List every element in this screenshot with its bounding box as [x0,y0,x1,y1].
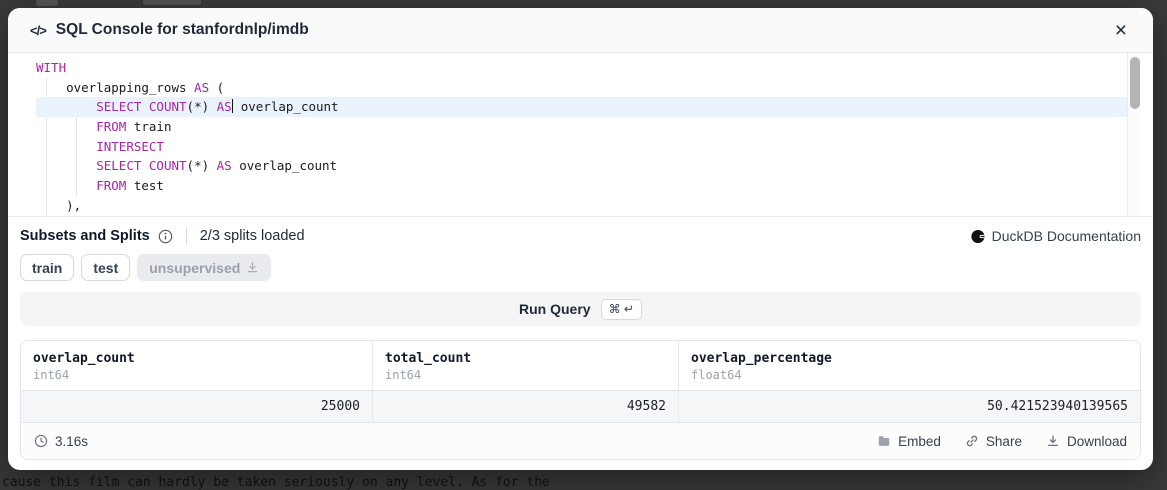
sql-line: overlapping_rows AS ( [36,78,1139,98]
sql-line: FROM test [36,176,1139,196]
sql-keyword: AS [194,79,210,95]
sql-text: overlap_count [231,158,338,174]
query-elapsed: 3.16s [34,434,88,449]
results-footer: 3.16s Embed Share Download [21,422,1140,459]
embed-icon [878,436,890,446]
keyboard-shortcut-badge: ⌘ ↵ [600,298,642,320]
column-type: int64 [385,368,422,382]
share-label: Share [985,433,1022,449]
close-icon[interactable]: × [1111,18,1131,43]
split-chip-train[interactable]: train [20,254,75,281]
elapsed-label: 3.16s [55,433,89,449]
sql-editor-content[interactable]: WITH overlapping_rows AS ( SELECT COUNT(… [36,58,1139,216]
sql-keyword: SELECT [96,99,142,115]
sql-keyword: AS [216,99,232,115]
modal-header: </> SQL Console for stanfordnlp/imdb × [8,8,1153,53]
results-data-row: 25000 49582 50.421523940139565 [21,390,1140,422]
sql-line: INTERSECT [36,137,1139,157]
modal-body: Subsets and Splits 2/3 splits loaded Duc… [8,217,1153,470]
text-cursor [231,99,234,114]
split-chip-label: test [93,259,119,276]
sql-text [36,99,96,114]
sql-line: ), [36,196,1139,216]
download-icon [1047,435,1058,447]
column-name: overlap_count [33,351,135,366]
sql-text: overlap_count [233,99,339,115]
embed-button[interactable]: Embed [877,434,941,449]
sql-keyword: WITH [36,60,67,75]
duckdb-docs-label: DuckDB Documentation [991,228,1141,244]
sql-editor[interactable]: WITH overlapping_rows AS ( SELECT COUNT(… [8,53,1153,217]
sql-text: (*) [186,99,217,115]
results-table: overlap_count int64 total_count int64 ov… [20,340,1141,460]
sql-text: ( [209,79,225,95]
sql-keyword: COUNT [148,99,187,115]
cell-value: 25000 [320,399,360,414]
download-label: Download [1066,433,1127,449]
backdrop-fragment [36,0,58,6]
sql-text: ), [36,197,82,213]
results-header-row: overlap_count int64 total_count int64 ov… [21,341,1140,390]
backdrop-fragment [143,0,201,5]
sql-text [36,158,96,173]
download-button[interactable]: Download [1046,434,1127,449]
sql-text: overlapping_rows [36,79,195,95]
column-name: overlap_percentage [691,351,832,366]
info-icon[interactable] [158,229,173,244]
code-icon: </> [30,22,47,38]
column-name: total_count [385,351,472,366]
divider [185,228,187,244]
sql-text: train [126,119,172,135]
split-chip-label: train [32,259,63,276]
column-header[interactable]: total_count int64 [372,341,678,390]
sql-keyword: FROM [96,119,127,135]
editor-scrollbar-thumb[interactable] [1130,57,1140,109]
sql-keyword: SELECT [96,158,142,174]
split-chip-label: unsupervised [149,259,241,276]
cell-value: 50.421523940139565 [678,391,1140,422]
run-query-button[interactable]: Run Query ⌘ ↵ [20,292,1141,326]
run-query-label: Run Query [519,301,591,317]
sql-keyword: AS [216,158,232,174]
sql-line: FROM train [36,117,1139,137]
sql-line: SELECT COUNT(*) AS overlap_count [36,156,1139,176]
sql-line-active: SELECT COUNT(*) AS overlap_count [36,97,1139,118]
backdrop-dimmed-text: cause this film can hardly be taken seri… [2,475,550,490]
splits-status: 2/3 splits loaded [199,228,305,244]
sql-keyword: FROM [96,178,127,194]
share-button[interactable]: Share [965,434,1022,449]
embed-label: Embed [898,433,941,449]
duckdb-logo-icon [970,229,986,243]
sql-line: WITH [36,58,1139,78]
sql-text: (*) [186,158,217,174]
sql-console-modal: </> SQL Console for stanfordnlp/imdb × W… [8,8,1153,470]
column-header[interactable]: overlap_count int64 [21,341,372,390]
splits-tags-row: train test unsupervised [20,254,1141,281]
sql-keyword: INTERSECT [96,138,164,154]
sql-text [141,158,149,173]
duckdb-docs-link[interactable]: DuckDB Documentation [970,228,1141,244]
sql-text [141,99,149,114]
sql-text: test [126,178,164,194]
indent-guide [46,77,47,216]
splits-section-row: Subsets and Splits 2/3 splits loaded Duc… [20,226,1141,246]
sql-text [36,178,96,193]
column-type: int64 [33,368,70,382]
sql-text [36,139,96,154]
sql-text [36,119,96,134]
split-chip-test[interactable]: test [81,254,131,281]
footer-actions: Embed Share Download [877,434,1127,449]
sql-keyword: COUNT [148,158,187,174]
indent-guide [76,97,77,196]
splits-label: Subsets and Splits [20,228,150,244]
share-link-icon [966,435,978,447]
clock-icon [34,434,48,448]
column-type: float64 [691,368,742,382]
download-icon [248,262,258,273]
editor-scrollbar[interactable] [1127,53,1141,216]
split-chip-unsupervised[interactable]: unsupervised [137,254,272,281]
modal-title: SQL Console for stanfordnlp/imdb [55,21,309,38]
cell-value: 49582 [372,391,678,422]
column-header[interactable]: overlap_percentage float64 [678,341,1140,390]
